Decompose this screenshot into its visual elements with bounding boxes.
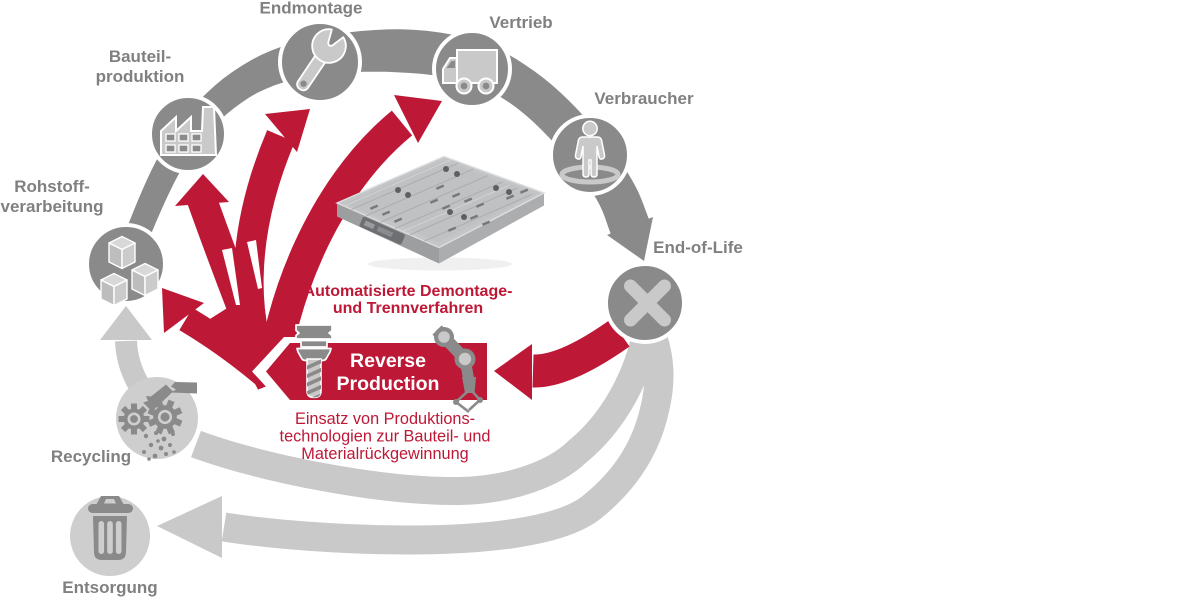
- svg-text:und Trennverfahren: und Trennverfahren: [333, 300, 483, 317]
- svg-text:Materialrückgewinnung: Materialrückgewinnung: [301, 445, 468, 463]
- svg-text:Entsorgung: Entsorgung: [62, 578, 157, 597]
- svg-text:Production: Production: [337, 373, 440, 395]
- svg-text:produktion: produktion: [96, 67, 185, 86]
- svg-text:Bauteil-: Bauteil-: [109, 47, 171, 66]
- svg-text:Recycling: Recycling: [51, 447, 131, 466]
- svg-text:verarbeitung: verarbeitung: [1, 197, 104, 216]
- svg-text:Reverse: Reverse: [350, 350, 426, 372]
- svg-text:Verbraucher: Verbraucher: [594, 89, 694, 108]
- svg-text:Einsatz von Produktions-: Einsatz von Produktions-: [295, 410, 475, 428]
- svg-text:Endmontage: Endmontage: [260, 0, 363, 18]
- svg-text:Rohstoff-: Rohstoff-: [14, 177, 90, 196]
- svg-text:technologien zur Bauteil- und: technologien zur Bauteil- und: [280, 428, 491, 446]
- svg-text:End-of-Life: End-of-Life: [653, 238, 743, 257]
- svg-text:Automatisierte Demontage-: Automatisierte Demontage-: [304, 283, 513, 300]
- svg-text:Vertrieb: Vertrieb: [489, 13, 552, 32]
